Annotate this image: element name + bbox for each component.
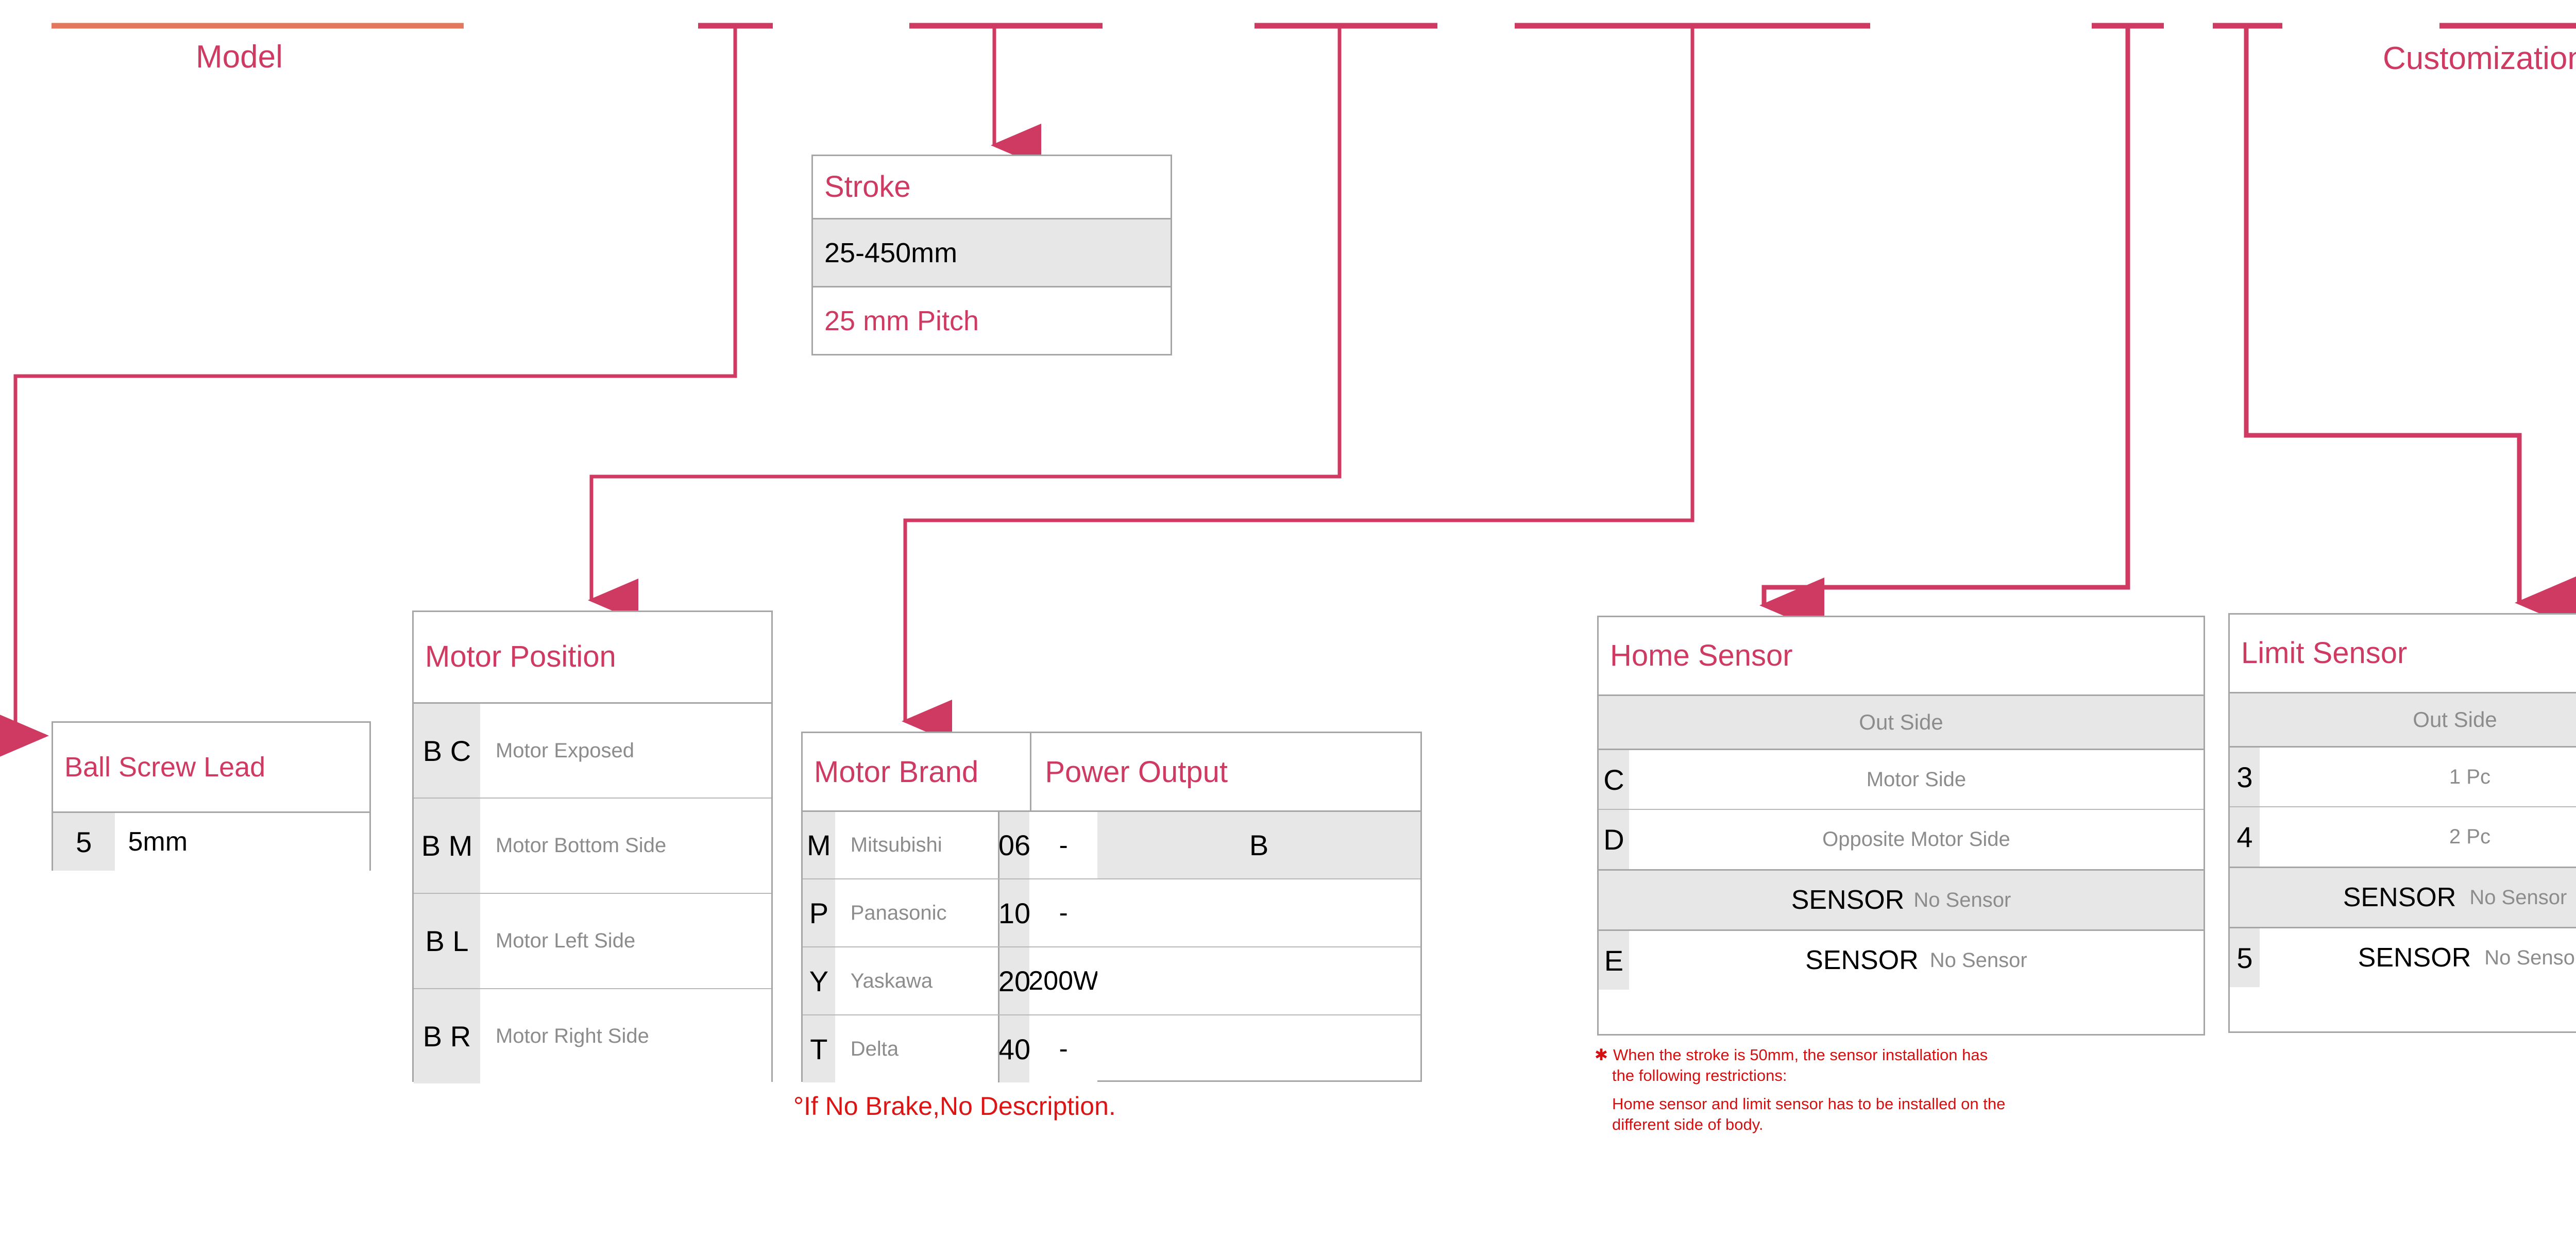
limit-sensor-table: Limit Sensor Out Side 3 1 Pc 4 2 Pc SENS… (2228, 613, 2576, 1033)
table-row: 4 2 Pc (2230, 806, 2576, 867)
limit-sensor-last-sublabel: No Sensor (2484, 946, 2576, 969)
table-row: 5 5mm (53, 811, 369, 871)
page-title-customization-order-no: Customization Order No. (2383, 41, 2576, 76)
motor-position-desc: Motor Right Side (480, 989, 771, 1083)
motor-position-title: Motor Position (425, 640, 616, 674)
brake-code (1097, 947, 1420, 1014)
stroke-range-value: 25-450mm (813, 218, 1171, 286)
home-sensor-bar-sublabel: No Sensor (1913, 888, 2011, 911)
table-row: B L Motor Left Side (414, 893, 771, 988)
limit-sensor-bar-sublabel: No Sensor (2469, 886, 2567, 909)
home-sensor-code: C (1599, 750, 1629, 809)
motor-brand-name: Mitsubishi (835, 812, 999, 878)
motor-position-code: B L (414, 894, 480, 988)
power-output-value: - (1029, 1015, 1098, 1082)
motor-brand-code: P (803, 879, 835, 946)
limit-sensor-bar-label: SENSOR (2343, 883, 2456, 912)
limit-sensor-code: 3 (2230, 748, 2260, 806)
table-row: P Panasonic 10 - (803, 878, 1420, 946)
home-sensor-desc: Opposite Motor Side (1629, 810, 2204, 869)
brake-code: B (1097, 812, 1421, 878)
power-output-code: 40 (999, 1015, 1030, 1082)
power-output-value: - (1029, 812, 1098, 878)
motor-position-desc: Motor Left Side (480, 894, 771, 988)
motor-brand-header-row: Motor Brand Power Output (803, 733, 1420, 810)
motor-brand-title: Motor Brand (803, 733, 1032, 810)
home-sensor-code: E (1599, 931, 1629, 990)
home-sensor-last-sublabel: No Sensor (1929, 948, 2027, 972)
home-sensor-last-label: SENSOR (1805, 945, 1919, 975)
ball-screw-lead-table: Ball Screw Lead 5 5mm (52, 721, 371, 871)
sensor-note-line1: When the stroke is 50mm, the sensor inst… (1613, 1046, 1988, 1064)
ball-screw-lead-value: 5mm (114, 813, 369, 871)
motor-position-code: B R (414, 989, 480, 1083)
motor-position-desc: Motor Exposed (480, 704, 771, 798)
ball-screw-lead-code: 5 (53, 813, 115, 871)
leader-home-sensor (1759, 26, 2130, 633)
power-output-code: 20 (999, 947, 1030, 1014)
motor-position-code: B M (414, 799, 480, 893)
leader-motor-brand (902, 26, 1694, 743)
stroke-pitch-value: 25 mm Pitch (813, 286, 1171, 354)
table-row: B C Motor Exposed (414, 702, 771, 798)
power-output-code: 06 (999, 812, 1030, 878)
home-sensor-group-header: Out Side (1599, 694, 2204, 749)
motor-brand-name: Yaskawa (835, 947, 999, 1014)
table-row: B M Motor Bottom Side (414, 798, 771, 893)
table-row: 5 SENSOR No Sensor (2230, 927, 2576, 987)
page-title-model: Model (196, 39, 283, 75)
sensor-note-line2: the following restrictions: (1612, 1066, 1787, 1084)
limit-sensor-desc: 2 Pc (2259, 807, 2576, 867)
power-output-value: - (1029, 879, 1098, 946)
table-row: T Delta 40 - (803, 1014, 1420, 1082)
motor-brand-code: Y (803, 947, 835, 1014)
table-row: M Mitsubishi 06 - B (803, 810, 1421, 878)
home-sensor-code: D (1599, 810, 1629, 869)
no-brake-note: °If No Brake,No Description. (793, 1092, 1116, 1121)
home-sensor-bar-label: SENSOR (1791, 885, 1905, 915)
home-sensor-desc: Motor Side (1629, 750, 2204, 809)
limit-sensor-last-desc: SENSOR No Sensor (2259, 928, 2576, 987)
power-output-code: 10 (999, 879, 1030, 946)
home-sensor-bar: SENSOR No Sensor (1599, 869, 2204, 929)
sensor-note-line3: Home sensor and limit sensor has to be i… (1612, 1095, 2006, 1113)
table-row: B R Motor Right Side (414, 988, 771, 1083)
table-row: E SENSOR No Sensor (1599, 929, 2204, 990)
home-sensor-table: Home Sensor Out Side C Motor Side D Oppo… (1597, 616, 2205, 1036)
power-output-value: 200W (1029, 947, 1098, 1014)
table-row: D Opposite Motor Side (1599, 809, 2204, 869)
limit-sensor-code: 5 (2230, 928, 2260, 987)
limit-sensor-bar: SENSOR No Sensor (2230, 867, 2576, 927)
leader-limit-sensor (2244, 26, 2576, 631)
sensor-restriction-note: ✱ When the stroke is 50mm, the sensor ins… (1595, 1045, 2172, 1135)
power-output-title: Power Output (1045, 755, 1228, 789)
stroke-title: Stroke (824, 169, 911, 203)
motor-brand-name: Delta (835, 1015, 999, 1082)
motor-brand-code: M (803, 812, 835, 878)
brake-code (1097, 1015, 1420, 1082)
asterisk-icon: ✱ (1595, 1046, 1608, 1064)
limit-sensor-title: Limit Sensor (2241, 636, 2408, 670)
motor-position-code: B C (414, 704, 480, 798)
limit-sensor-last-label: SENSOR (2358, 943, 2471, 973)
motor-brand-power-output-table: Motor Brand Power Output M Mitsubishi 06… (801, 732, 1422, 1082)
motor-brand-code: T (803, 1015, 835, 1082)
home-sensor-last-desc: SENSOR No Sensor (1629, 931, 2204, 990)
motor-brand-name: Panasonic (835, 879, 999, 946)
sensor-note-line4: different side of body. (1612, 1115, 1764, 1134)
table-row: Y Yaskawa 20 200W (803, 946, 1420, 1014)
brake-code (1097, 879, 1420, 946)
motor-position-table: Motor Position B C Motor Exposed B M Mot… (412, 610, 773, 1083)
stroke-table: Stroke 25-450mm 25 mm Pitch (811, 155, 1172, 355)
limit-sensor-code: 4 (2230, 807, 2260, 867)
motor-position-desc: Motor Bottom Side (480, 799, 771, 893)
table-row: 3 1 Pc (2230, 746, 2576, 806)
limit-sensor-group-header: Out Side (2230, 692, 2576, 746)
home-sensor-title: Home Sensor (1610, 638, 1793, 672)
limit-sensor-desc: 1 Pc (2259, 748, 2576, 806)
ball-screw-lead-title: Ball Screw Lead (64, 751, 266, 783)
table-row: C Motor Side (1599, 749, 2204, 809)
